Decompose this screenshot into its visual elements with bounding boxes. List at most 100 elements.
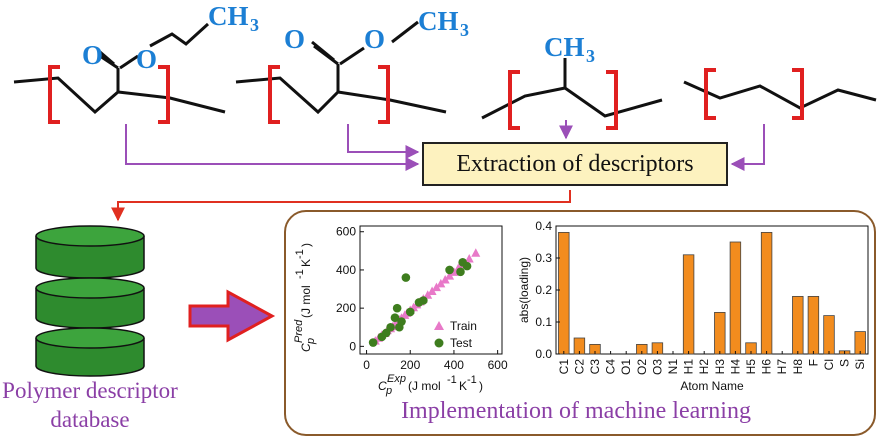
methyl-subscript: 3 [250, 15, 259, 35]
legend-train-label: Train [450, 319, 477, 333]
train-point [436, 278, 446, 288]
scatter-plot-area [359, 225, 503, 355]
methyl-group: CH [208, 1, 249, 31]
scatter-legend: Train Test [434, 319, 477, 350]
bar-category-label: H2 [697, 359, 711, 375]
x-label-main: C [378, 379, 387, 393]
bar-category-label: O3 [650, 359, 664, 375]
test-point [445, 265, 454, 275]
x-tick-label: 0 [363, 358, 370, 372]
train-point [423, 290, 433, 299]
molecule-3: CH 3 [481, 32, 663, 130]
database-caption: Polymer descriptor database [2, 376, 178, 434]
test-point [401, 273, 411, 282]
bar-category-label: O2 [635, 359, 649, 375]
bar-category-label: N1 [666, 359, 680, 375]
bracket-left-3 [508, 70, 520, 130]
y-label-unit2: K [299, 259, 313, 267]
bar-category-label: H8 [791, 359, 805, 375]
db-disk-2 [35, 277, 145, 329]
methyl-group: CH [418, 6, 459, 36]
train-point [471, 248, 481, 257]
train-point [427, 286, 437, 295]
bar-y-tick-label: 0.0 [535, 347, 552, 361]
bar-category-label: Cl [822, 359, 836, 370]
bar-category-label: H3 [713, 359, 727, 375]
db-disk-3 [35, 327, 145, 377]
y-label-sup: Pred [293, 319, 305, 343]
y-label-main: C [299, 343, 313, 352]
test-point [405, 307, 415, 317]
bracket-right-2 [378, 65, 390, 124]
ester-oxygen: O [284, 24, 305, 54]
y-label-unit: (J mol [299, 285, 313, 318]
bar-category-label: H5 [744, 359, 758, 375]
bar-category-label: F [806, 359, 820, 366]
bar-category-label: H6 [760, 359, 774, 375]
y-tick-label: 600 [336, 225, 356, 239]
methyl-subscript: 3 [586, 46, 595, 66]
bar-y-axis-label: abs(loading) [517, 257, 531, 323]
y-label-close: ) [299, 243, 313, 247]
methyl-group: CH [544, 32, 585, 62]
bar-category-label: C2 [572, 359, 586, 375]
x-label-close: ) [479, 379, 483, 393]
x-label-unit2: K [459, 379, 467, 393]
arrow-mol4 [730, 124, 765, 171]
ether-oxygen: O [136, 44, 157, 74]
y-label-sup-m1b: -1 [294, 249, 306, 259]
arrow-mol1 [125, 124, 420, 171]
bar-category-label: H4 [728, 359, 742, 375]
x-tick-label: 200 [400, 358, 420, 372]
database-caption-line1: Polymer descriptor [2, 378, 178, 403]
x-label-sup-m1a: -1 [447, 374, 457, 386]
test-point [386, 322, 395, 332]
x-label-sup-m1b: -1 [467, 374, 477, 386]
bar-y-tick-label: 0.4 [535, 219, 552, 233]
bar-category-label: C1 [557, 359, 571, 375]
bar-y-tick-label: 0.2 [535, 283, 552, 297]
ml-panel-frame [284, 210, 876, 436]
arrow-to-database [111, 190, 571, 222]
legend-test-label: Test [450, 336, 473, 350]
y-tick-label: 0 [349, 339, 356, 353]
scatter-y-axis-label: C p Pred (J mol -1 K -1 ) [293, 243, 317, 352]
ester-oxygen: O [82, 40, 103, 70]
database-caption-line2: database [50, 407, 130, 432]
x-label-sup: Exp [387, 373, 406, 385]
y-label-sup-m1a: -1 [294, 269, 306, 279]
bar-y-tick-label: 0.1 [535, 315, 552, 329]
test-point [462, 261, 472, 271]
legend-train-marker [434, 321, 444, 330]
ether-oxygen: O [364, 24, 385, 54]
x-label-unit: (J mol [408, 379, 441, 393]
train-point [464, 253, 474, 263]
bar-category-label: Si [853, 359, 867, 370]
legend-test-marker [434, 338, 444, 348]
molecule-2: O O CH 3 [235, 6, 469, 124]
database-icon [35, 225, 145, 377]
x-tick-label: 400 [444, 358, 464, 372]
y-label-sub: p [305, 338, 317, 345]
molecule-4 [683, 68, 877, 120]
extraction-label: Extraction of descriptors [456, 150, 694, 177]
x-label-sub: p [385, 385, 392, 397]
bracket-right-4 [792, 68, 804, 120]
test-point [392, 303, 402, 313]
backbone-4 [683, 80, 877, 110]
bar-category-label: C4 [604, 359, 618, 375]
methyl-subscript: 3 [460, 20, 469, 40]
big-arrow-to-ml [188, 289, 276, 343]
backbone-2 [235, 76, 447, 115]
test-point [390, 313, 400, 323]
ml-caption: Implementation of machine learning [401, 398, 751, 424]
test-point [368, 338, 378, 347]
bar-x-axis-label: Atom Name [680, 379, 744, 393]
bracket-left-2 [268, 65, 280, 124]
bracket-left-4 [704, 68, 716, 120]
bracket-right-1 [158, 65, 170, 124]
molecule-1: O O CH 3 [13, 1, 259, 124]
flow-arrows [125, 120, 765, 171]
